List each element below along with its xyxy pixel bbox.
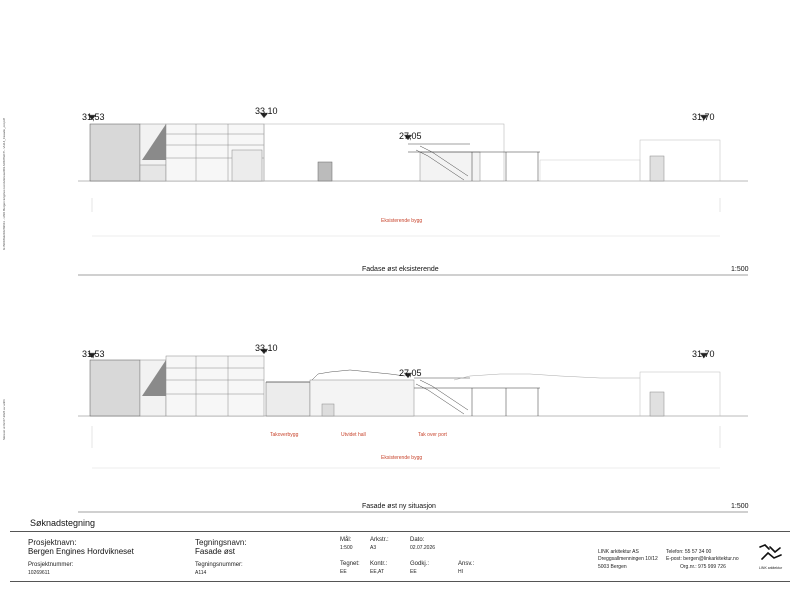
top-elevation-scale: 1:500 [731,266,749,273]
approved-value: EE [410,569,417,575]
drawing-number-value: A114 [195,570,207,576]
project-name-label: Prosjektnavn: [28,538,77,547]
checked-value: EE,AT [370,569,385,575]
top-label-existing-building: Eksisterende bygg [381,218,423,224]
bottom-label-existing-building: Eksisterende bygg [381,455,423,461]
title-block-bottom-rule [10,581,790,582]
project-number-label: Prosjektnummer: [28,562,74,568]
top-level-31-70: 31,70 [692,112,715,122]
firm-address-1: Dreggsallmenningen 10/12 [598,556,658,562]
bottom-elevation-title: Fasade øst ny situasjon [362,503,436,510]
scale-value: 1:500 [340,545,353,551]
top-level-27-05: 27,05 [399,131,422,141]
top-level-31-53: 31,53 [82,112,105,122]
drawing-name-label: Tegningsnavn: [195,538,247,547]
format-label: Arkstr.: [370,537,389,543]
date-value: 02.07.2026 [410,545,436,551]
project-number-value: 10269611 [28,570,50,576]
checked-label: Kontr.: [370,561,388,567]
link-logo-text: LINK arkitektur [759,566,783,570]
title-block-heading: Søknadstegning [30,518,96,528]
top-elevation-title: Fadase øst eksisterende [362,266,439,273]
bottom-level-31-53: 31,53 [82,349,105,359]
top-level-33-10: 33,10 [255,106,278,116]
bottom-level-31-70: 31,70 [692,349,715,359]
drawing-number-label: Tegningsnummer: [195,562,243,568]
responsible-label: Ansv.: [458,561,475,567]
title-block-top-rule [10,531,790,532]
drawn-label: Tegnet: [340,561,360,567]
date-label: Dato: [410,537,425,543]
firm-name: LINK arkitektur AS [598,549,639,555]
firm-phone: Telefon: 55 57 34 00 [666,549,712,555]
firm-org-number: Org.nr.: 975 999 726 [680,564,726,570]
drawing-name-value: Fasade øst [195,547,236,556]
responsible-value: HI [458,569,463,575]
label-tak-over-port: Tak over port [418,432,447,438]
scale-label: Mål: [340,537,352,543]
drawn-value: EE [340,569,347,575]
approved-label: Godkj.: [410,561,430,567]
project-name-value: Bergen Engines Hordvikneset [28,547,134,556]
firm-email: E-post: bergen@linkarkitektur.no [666,556,739,562]
bottom-elevation-scale: 1:500 [731,503,749,510]
format-value: A3 [370,545,377,551]
link-logo-icon [759,544,782,560]
firm-address-2: 5003 Bergen [598,564,627,570]
label-utvidet-hall: Utvidet hall [341,432,366,438]
bottom-level-27-05: 27,05 [399,368,422,378]
bottom-level-33-10: 33,10 [255,343,278,353]
label-takoverbygg: Takoverbygg [270,432,299,438]
